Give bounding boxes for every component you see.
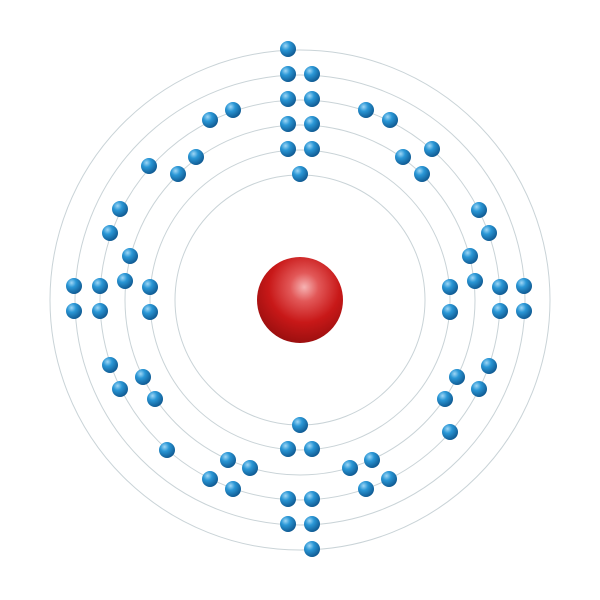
orbit-ring: [49, 49, 551, 551]
electron: [342, 460, 358, 476]
electron: [280, 66, 296, 82]
electron: [225, 102, 241, 118]
electron: [414, 166, 430, 182]
electron: [462, 248, 478, 264]
electron: [304, 66, 320, 82]
electron: [202, 471, 218, 487]
electron: [141, 158, 157, 174]
electron: [122, 248, 138, 264]
electron: [304, 141, 320, 157]
electron: [92, 303, 108, 319]
electron: [364, 452, 380, 468]
electron: [442, 279, 458, 295]
electron: [102, 225, 118, 241]
electron: [112, 201, 128, 217]
electron: [481, 225, 497, 241]
electron: [280, 141, 296, 157]
electron: [471, 202, 487, 218]
electron: [516, 278, 532, 294]
electron: [304, 116, 320, 132]
electron: [304, 491, 320, 507]
electron: [142, 304, 158, 320]
orbit-ring: [99, 99, 501, 501]
orbit-ring: [149, 149, 451, 451]
electron: [170, 166, 186, 182]
electron: [135, 369, 151, 385]
electron: [467, 273, 483, 289]
electron: [142, 279, 158, 295]
electron: [358, 102, 374, 118]
electron: [395, 149, 411, 165]
electron: [492, 303, 508, 319]
electron: [220, 452, 236, 468]
electron: [292, 166, 308, 182]
electron: [225, 481, 241, 497]
electron: [202, 112, 218, 128]
electron: [292, 417, 308, 433]
electron: [424, 141, 440, 157]
electron: [280, 91, 296, 107]
electron: [437, 391, 453, 407]
orbit-ring: [124, 124, 476, 476]
electron: [304, 541, 320, 557]
electron: [280, 116, 296, 132]
electron: [304, 441, 320, 457]
electron: [516, 303, 532, 319]
electron: [66, 303, 82, 319]
electron: [449, 369, 465, 385]
electron: [304, 91, 320, 107]
electron: [280, 441, 296, 457]
electron: [382, 112, 398, 128]
electron: [159, 442, 175, 458]
electron: [492, 279, 508, 295]
electron: [304, 516, 320, 532]
electron: [442, 304, 458, 320]
electron: [188, 149, 204, 165]
electron: [280, 41, 296, 57]
electron: [117, 273, 133, 289]
electron: [358, 481, 374, 497]
electron: [112, 381, 128, 397]
electron: [102, 357, 118, 373]
electron: [92, 278, 108, 294]
electron: [147, 391, 163, 407]
electron: [481, 358, 497, 374]
electron: [66, 278, 82, 294]
electron: [471, 381, 487, 397]
electron: [280, 491, 296, 507]
nucleus: [257, 257, 343, 343]
orbit-ring: [74, 74, 526, 526]
electron: [381, 471, 397, 487]
electron: [280, 516, 296, 532]
electron: [242, 460, 258, 476]
electrons: [66, 41, 532, 557]
electron: [442, 424, 458, 440]
